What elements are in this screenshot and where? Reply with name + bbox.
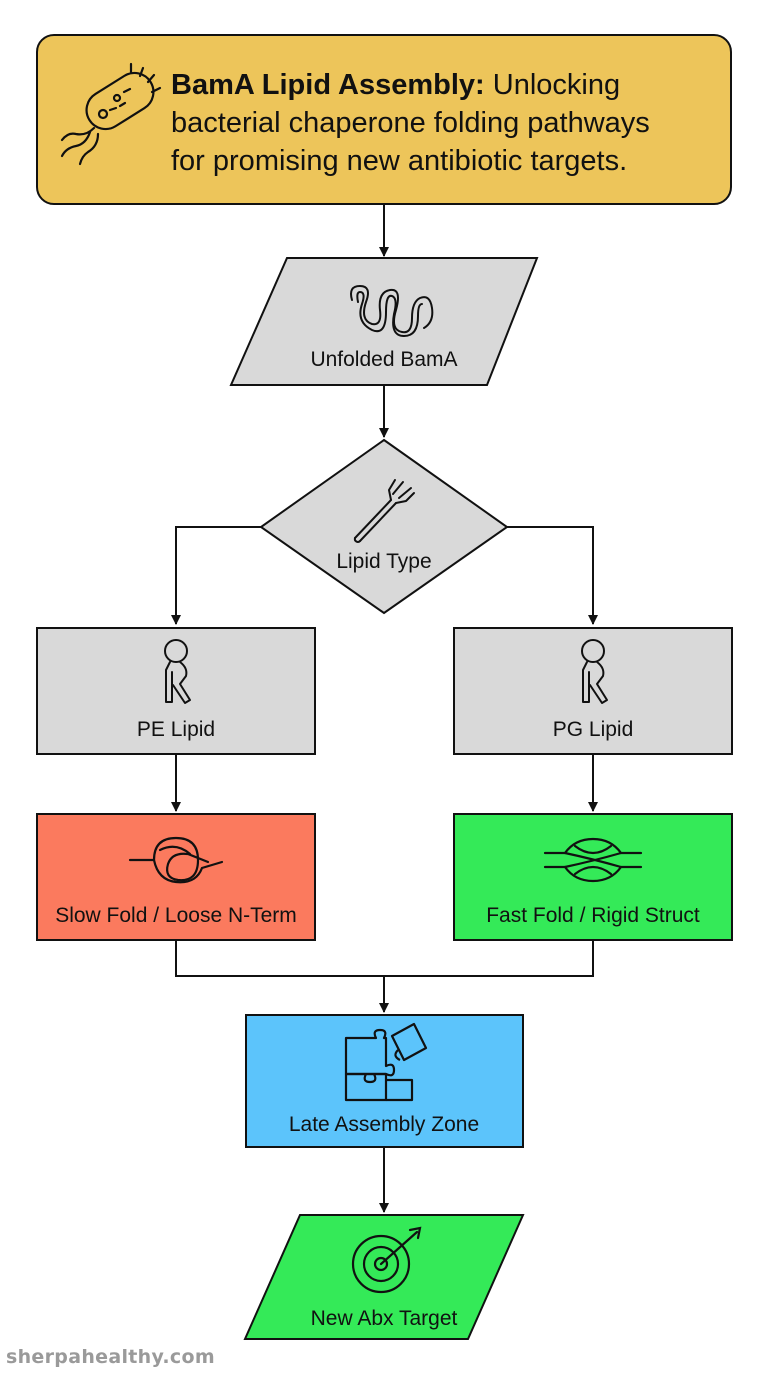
connectors <box>171 204 598 1213</box>
lipid-type-diamond <box>259 438 509 615</box>
late-assembly-node: Late Assembly Zone <box>245 1014 524 1148</box>
squiggle-protein-icon <box>350 285 434 337</box>
pe-lipid-label: PE Lipid <box>137 718 215 741</box>
loose-knot-icon <box>128 836 224 884</box>
lipid-molecule-icon <box>164 639 191 704</box>
header-background <box>36 34 732 205</box>
pg-lipid-node: PG Lipid <box>453 627 733 755</box>
late-assembly-label: Late Assembly Zone <box>289 1113 479 1136</box>
header-title-rest: Unlocking <box>485 69 620 101</box>
arrow-decision-to-pe <box>171 526 262 625</box>
lipid-type-label: Lipid Type <box>336 550 431 573</box>
tight-knot-icon <box>543 837 643 883</box>
fast-fold-box <box>453 813 733 941</box>
slow-fold-box <box>36 813 316 941</box>
header-line-2: bacterial chaperone folding pathways <box>171 107 650 139</box>
puzzle-icon <box>344 1022 428 1102</box>
header-line-3: for promising new antibiotic targets. <box>171 145 627 177</box>
slow-fold-label: Slow Fold / Loose N-Term <box>55 904 297 927</box>
unfolded-bama-node: Unfolded BamA <box>229 257 539 386</box>
target-icon <box>351 1226 422 1294</box>
fast-fold-node: Fast Fold / Rigid Struct <box>453 813 733 941</box>
merge-line <box>175 940 594 977</box>
unfolded-bama-label: Unfolded BamA <box>310 348 457 371</box>
bacterium-icon <box>60 62 162 166</box>
lipid-type-decision: Lipid Type <box>259 438 509 615</box>
lipid-molecule-icon <box>581 639 608 704</box>
fast-fold-label: Fast Fold / Rigid Struct <box>486 904 700 927</box>
header-line-1: BamA Lipid Assembly: Unlocking <box>171 69 620 101</box>
watermark: sherpahealthy.com <box>6 1346 215 1368</box>
new-abx-target-node: New Abx Target <box>243 1214 525 1340</box>
new-abx-target-label: New Abx Target <box>311 1307 458 1330</box>
unfolded-bama-shape <box>229 257 539 386</box>
header-box: BamA Lipid Assembly: Unlocking bacterial… <box>36 34 732 205</box>
slow-fold-node: Slow Fold / Loose N-Term <box>36 813 316 941</box>
arrow-decision-to-pg <box>506 526 598 625</box>
pe-lipid-node: PE Lipid <box>36 627 316 755</box>
header-title-bold: BamA Lipid Assembly: <box>171 69 485 101</box>
fork-icon <box>353 479 415 543</box>
pg-lipid-label: PG Lipid <box>553 718 634 741</box>
new-abx-target-shape <box>243 1214 525 1340</box>
